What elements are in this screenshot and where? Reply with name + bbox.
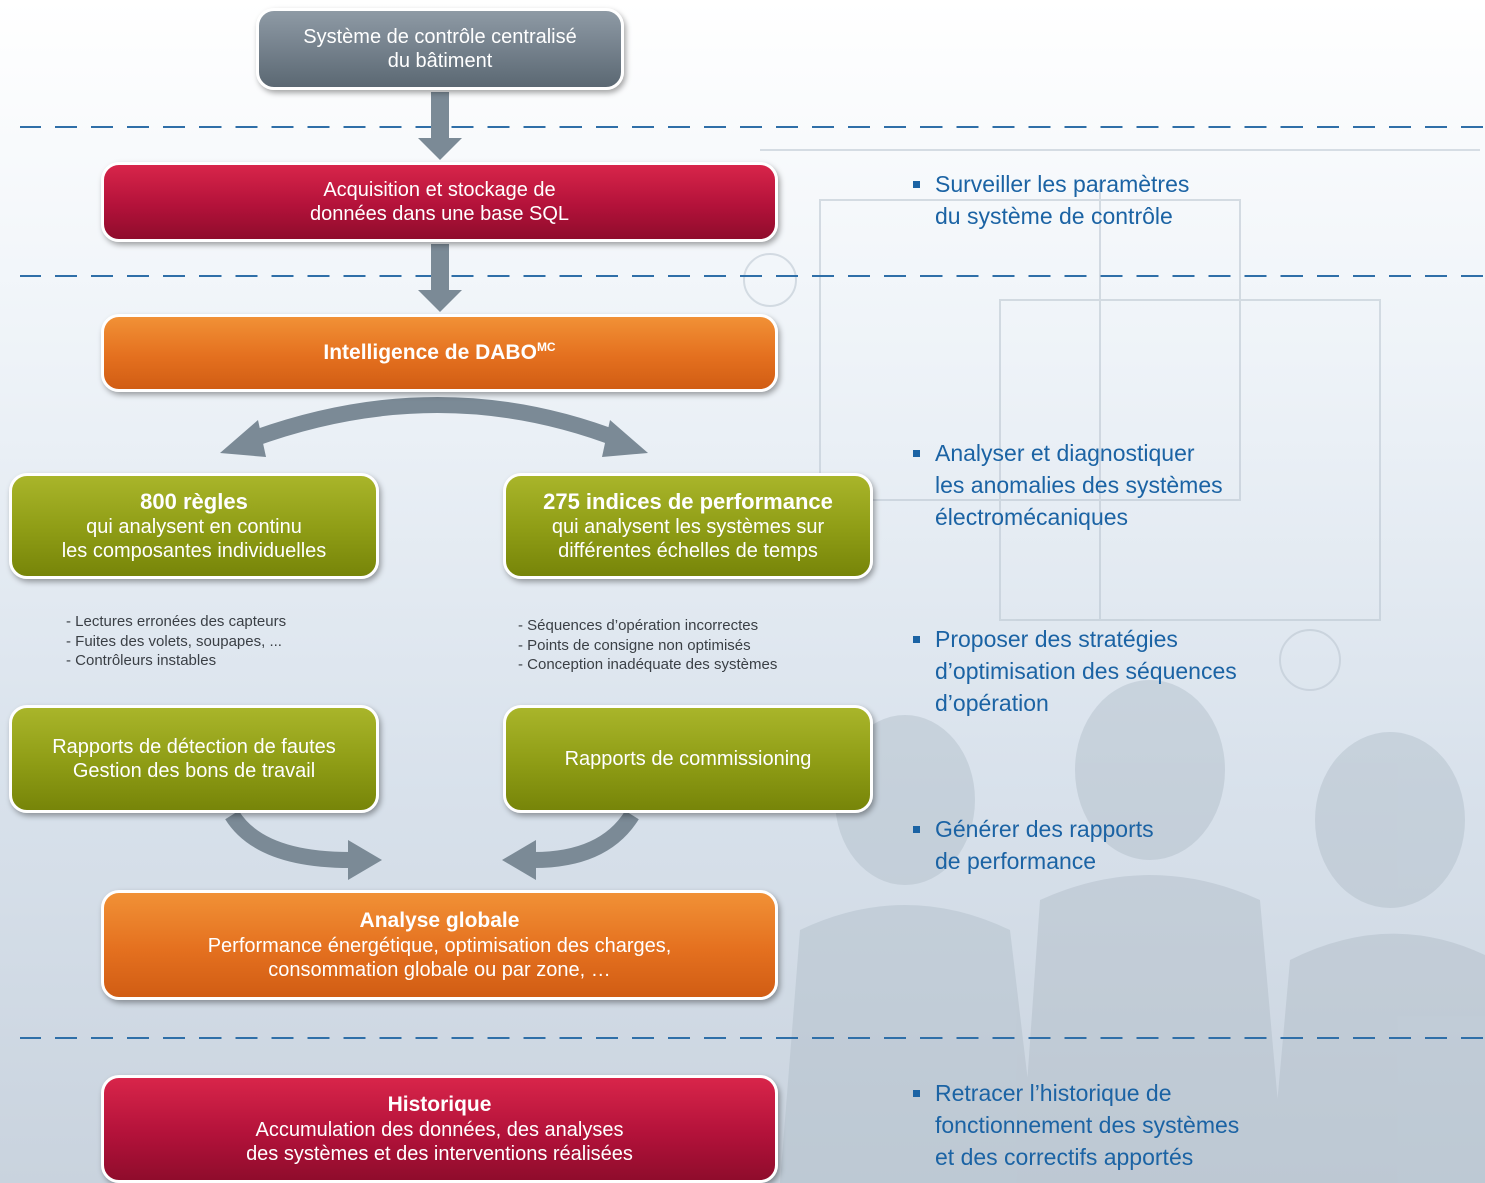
bullet-line: les anomalies des systèmes	[935, 472, 1223, 499]
split-arrow-icon	[247, 397, 623, 448]
bullet-item: Retracer l’historique de fonctionnement …	[913, 1077, 1239, 1174]
bullet-square-icon	[913, 450, 920, 457]
separator-line	[20, 126, 1485, 128]
arrow-down-icon	[418, 92, 462, 160]
node-title: 800 règles	[140, 488, 248, 514]
node-indices: 275 indices de performance qui analysent…	[503, 473, 873, 579]
trademark-sup: MC	[536, 340, 556, 355]
list-item: - Contrôleurs instables	[66, 652, 217, 669]
bullet-line: Générer des rapports	[935, 816, 1154, 842]
node-line: Rapports de commissioning	[564, 748, 812, 770]
list-item: - Conception inadéquate des systèmes	[518, 656, 778, 673]
node-title: Historique	[387, 1093, 492, 1117]
node-line: des systèmes et des interventions réalis…	[246, 1142, 633, 1165]
separator-line	[20, 275, 1485, 277]
node-line: Système de contrôle centralisé	[303, 26, 577, 48]
node-line: Rapports de détection de fautes	[52, 736, 336, 758]
bullet-line: Proposer des stratégies	[935, 626, 1178, 652]
node-commissioning: Rapports de commissioning	[503, 705, 873, 813]
node-line: différentes échelles de temps	[558, 540, 818, 563]
node-line: Accumulation des données, des analyses	[255, 1118, 624, 1141]
node-line: qui analysent les systèmes sur	[551, 516, 825, 539]
separator-line	[20, 1037, 1485, 1039]
merge-arrow-left-icon	[225, 810, 351, 868]
node-acquisition: Acquisition et stockage de données dans …	[101, 162, 778, 242]
bullet-line: Surveiller les paramètres	[935, 171, 1190, 197]
bullet-line: et des correctifs apportés	[935, 1144, 1194, 1171]
node-line: Gestion des bons de travail	[72, 760, 316, 782]
bullet-line: électromécaniques	[935, 504, 1129, 531]
bullet-line: d’opération	[935, 690, 1049, 717]
node-line: qui analysent en continu	[86, 516, 302, 539]
bullet-square-icon	[913, 636, 920, 643]
arrow-down-icon	[418, 244, 462, 312]
node-line: Acquisition et stockage de	[323, 179, 556, 201]
rules-detail-list: - Lectures erronées des capteurs - Fuite…	[66, 612, 286, 671]
node-line: données dans une base SQL	[309, 203, 570, 225]
bullet-square-icon	[913, 181, 920, 188]
bullet-line: du système de contrôle	[935, 203, 1173, 230]
bullet-line: Analyser et diagnostiquer	[935, 440, 1195, 466]
list-item: - Séquences d’opération incorrectes	[518, 617, 759, 634]
node-history: Historique Accumulation des données, des…	[101, 1075, 778, 1183]
node-title: Intelligence de DABOMC	[323, 340, 556, 365]
bullet-item: Analyser et diagnostiquer les anomalies …	[913, 437, 1223, 534]
node-line: consommation globale ou par zone, …	[268, 958, 611, 981]
node-line: du bâtiment	[387, 50, 493, 72]
node-title: 275 indices de performance	[543, 488, 833, 514]
bullet-item: Générer des rapports de performance	[913, 813, 1154, 877]
bullet-line: Retracer l’historique de	[935, 1080, 1172, 1106]
node-rules: 800 règles qui analysent en continu les …	[9, 473, 379, 579]
node-line: Performance énergétique, optimisation de…	[207, 934, 672, 957]
bullet-line: de performance	[935, 848, 1097, 875]
bullet-line: d’optimisation des séquences	[935, 658, 1237, 685]
bullet-line: fonctionnement des systèmes	[935, 1112, 1240, 1139]
node-intelligence: Intelligence de DABOMC	[101, 314, 778, 392]
bullet-square-icon	[913, 1090, 920, 1097]
node-global-analysis: Analyse globale Performance énergétique,…	[101, 890, 778, 1000]
list-item: - Points de consigne non optimisés	[518, 636, 751, 654]
bullet-item: Surveiller les paramètres du système de …	[913, 168, 1189, 232]
node-title: Analyse globale	[359, 909, 520, 933]
indices-detail-list: - Séquences d’opération incorrectes - Po…	[518, 616, 777, 675]
node-line: les composantes individuelles	[61, 540, 327, 563]
bullet-square-icon	[913, 826, 920, 833]
merge-arrow-right-icon	[533, 810, 639, 868]
bullet-item: Proposer des stratégies d’optimisation d…	[913, 623, 1237, 720]
list-item: - Lectures erronées des capteurs	[66, 613, 287, 630]
list-item: - Fuites des volets, soupapes, ...	[66, 632, 282, 650]
node-control-system: Système de contrôle centralisé du bâtime…	[256, 8, 624, 90]
node-fault-reports: Rapports de détection de fautes Gestion …	[9, 705, 379, 813]
